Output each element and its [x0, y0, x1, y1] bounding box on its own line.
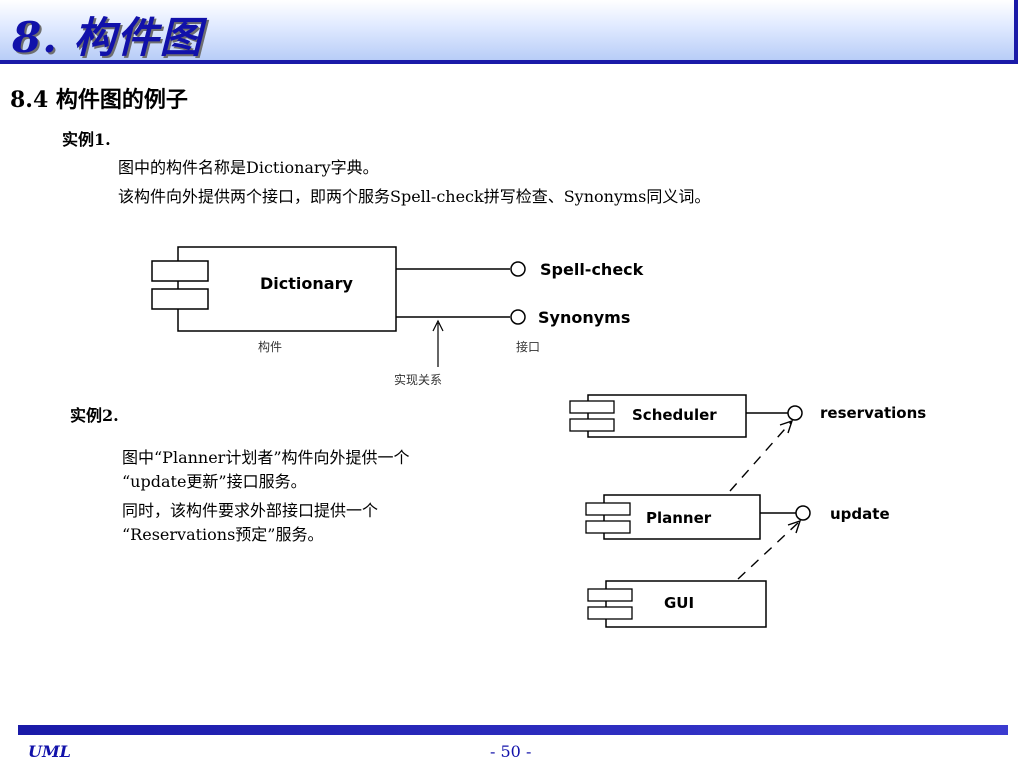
example1-line-1: 图中的构件名称是Dictionary字典。 [118, 158, 379, 177]
scheduler-port-top [569, 400, 615, 414]
planner-name: Planner [646, 509, 712, 527]
component-port-top [151, 260, 209, 282]
caption-component: 构件 [258, 339, 282, 354]
title-bar: 8. 构件图 [0, 0, 1018, 64]
gui-component-box [605, 580, 767, 628]
example2-line-3: 同时，该构件要求外部接口提供一个 [122, 501, 379, 520]
footer-course-label: UML [28, 742, 71, 761]
dependency-arrowhead-1 [779, 419, 794, 434]
caption-realization: 实现关系 [394, 372, 442, 387]
gui-port-top [587, 588, 633, 602]
example2-line-1: 图中“Planner计划者”构件向外提供一个 [122, 448, 410, 467]
realization-arrowhead [432, 319, 444, 332]
gui-name: GUI [664, 594, 694, 612]
gui-port-bottom [587, 606, 633, 620]
dictionary-component-name: Dictionary [260, 274, 353, 293]
example2-line-2: “update更新”接口服务。 [122, 472, 307, 491]
dictionary-component-diagram: Dictionary Spell-check Synonyms 构件 接口 实现… [151, 246, 644, 387]
planner-port-top [585, 502, 631, 516]
gui-requires-update [737, 520, 801, 580]
page-number: - 50 - [490, 742, 532, 761]
example2-line-4: “Reservations预定”服务。 [122, 525, 324, 544]
update-lollipop [795, 505, 811, 521]
planner-component-diagram: Scheduler reservations Planner update GU… [569, 394, 926, 628]
spell-check-lollipop [510, 261, 526, 277]
dependency-arrowhead-2 [787, 519, 802, 534]
example2-label: 实例2. [70, 406, 119, 425]
synonyms-label: Synonyms [538, 308, 630, 327]
example1-line-2: 该构件向外提供两个接口，即两个服务Spell-check拼写检查、Synonym… [118, 187, 711, 206]
scheduler-port-bottom [569, 418, 615, 432]
reservations-label: reservations [820, 404, 926, 422]
synonyms-lollipop [510, 309, 526, 325]
dictionary-component-box [177, 246, 397, 332]
section-heading: 8.4 构件图的例子 [10, 87, 188, 113]
component-port-bottom [151, 288, 209, 310]
planner-requires-reservations [729, 420, 793, 492]
slide-title: 8. 构件图 [12, 13, 203, 62]
update-label: update [830, 505, 890, 523]
planner-port-bottom [585, 520, 631, 534]
scheduler-name: Scheduler [632, 406, 717, 424]
spell-check-label: Spell-check [540, 260, 644, 279]
footer-bar [18, 725, 1008, 735]
caption-interface: 接口 [516, 339, 540, 354]
example1-label: 实例1. [62, 130, 111, 149]
reservations-lollipop [787, 405, 803, 421]
